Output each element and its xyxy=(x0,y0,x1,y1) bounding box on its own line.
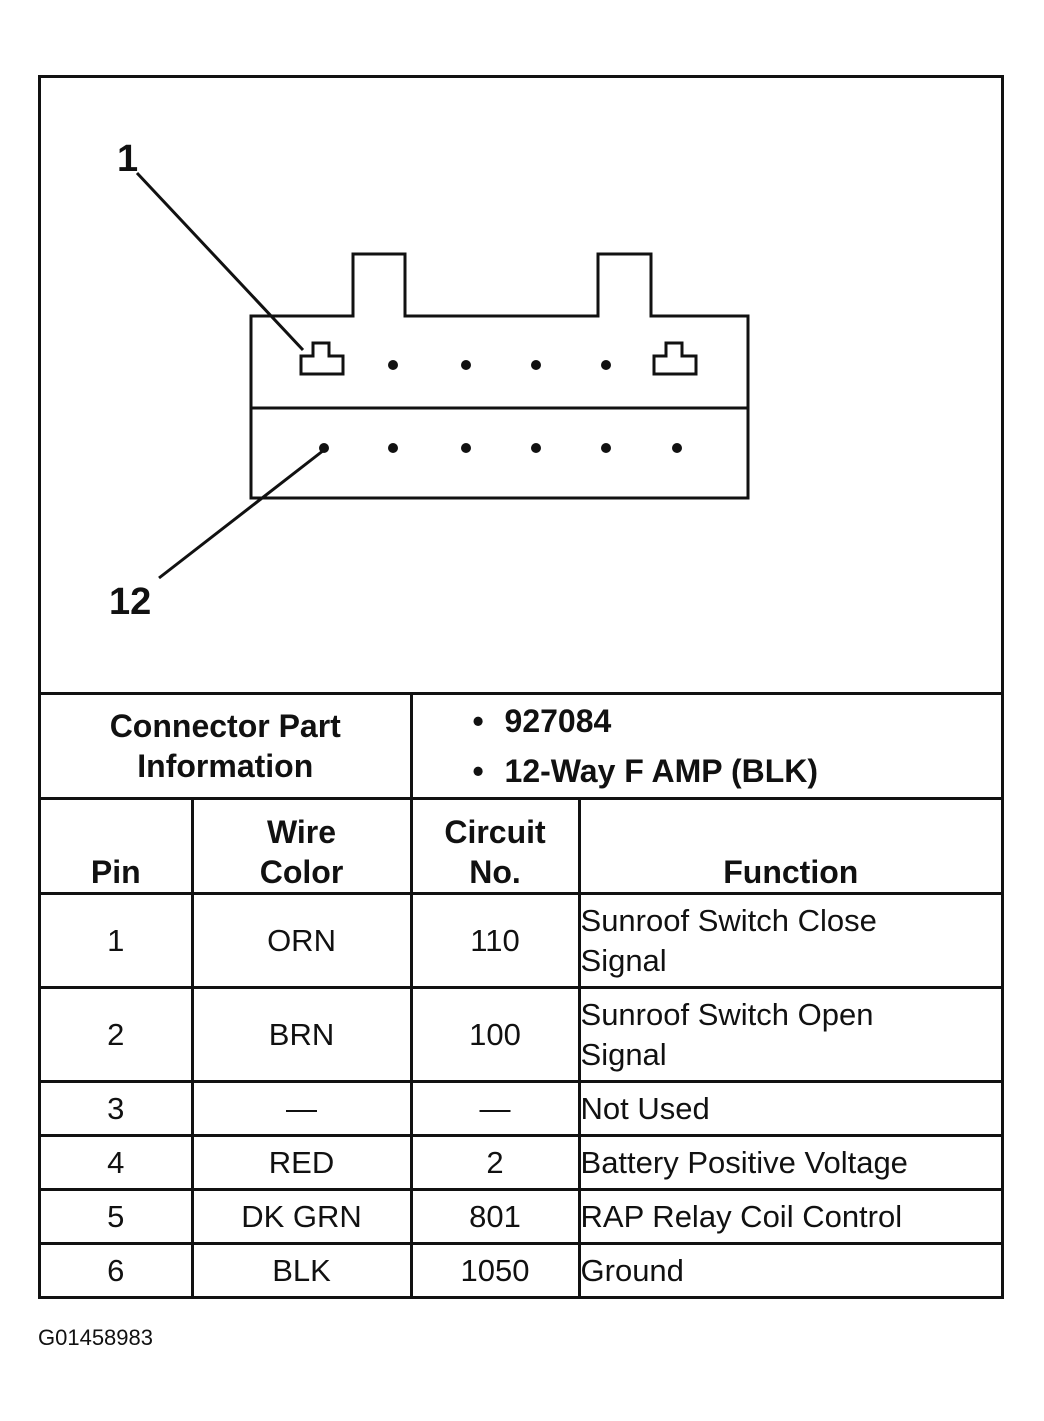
pin-cell: 3 xyxy=(41,1080,194,1137)
pin-cell: 6 xyxy=(41,1242,194,1296)
table-row: 5 DK GRN 801 RAP Relay Coil Control xyxy=(41,1188,1002,1245)
table-row: 1 ORN 110 Sunroof Switch Close Signal xyxy=(41,892,1002,989)
header-function: Function xyxy=(577,797,1002,895)
wire-color-cell: ORN xyxy=(190,892,413,989)
pin-dot xyxy=(461,360,471,370)
table-row: 6 BLK 1050 Ground xyxy=(41,1242,1002,1296)
connector-face-drawing xyxy=(135,171,750,580)
connector-pinout-table: Connector Part Information •927084 •12-W… xyxy=(41,692,1002,1296)
header-pin: Pin xyxy=(41,797,194,895)
pin-cell: 4 xyxy=(41,1134,194,1191)
pin-dot xyxy=(601,443,611,453)
circuit-no-cell: 110 xyxy=(409,892,581,989)
connector-figure-frame: 1 12 Connector Part Information •927084 … xyxy=(38,75,1004,1299)
connector-face-diagram: 1 12 xyxy=(41,78,1001,692)
function-cell: RAP Relay Coil Control xyxy=(577,1188,1002,1245)
table-header-row: Pin Wire Color Circuit No. Function xyxy=(41,797,1002,895)
pin-dot xyxy=(531,360,541,370)
connector-body-outline xyxy=(249,252,750,500)
function-cell: Sunroof Switch Open Signal xyxy=(577,986,1002,1083)
leader-line-pin-1 xyxy=(135,171,305,352)
circuit-no-cell: 2 xyxy=(409,1134,581,1191)
table-row: 4 RED 2 Battery Positive Voltage xyxy=(41,1134,1002,1191)
circuit-no-cell: — xyxy=(409,1080,581,1137)
function-cell: Ground xyxy=(577,1242,1002,1296)
pin-dot xyxy=(319,443,329,453)
function-cell: Sunroof Switch Close Signal xyxy=(577,892,1002,989)
function-cell: Battery Positive Voltage xyxy=(577,1134,1002,1191)
circuit-no-cell: 100 xyxy=(409,986,581,1083)
pin-1-callout: 1 xyxy=(117,138,139,180)
pin-dot xyxy=(461,443,471,453)
wire-color-cell: BRN xyxy=(190,986,413,1083)
pin-dot xyxy=(388,360,398,370)
pin-dot xyxy=(672,443,682,453)
wire-color-cell: DK GRN xyxy=(190,1188,413,1245)
connector-info-values: •927084 •12-Way F AMP (BLK) xyxy=(409,692,1002,800)
leader-line-pin-12 xyxy=(158,448,325,580)
table-row: 2 BRN 100 Sunroof Switch Open Signal xyxy=(41,986,1002,1083)
wire-color-cell: BLK xyxy=(190,1242,413,1296)
pin-cell: 5 xyxy=(41,1188,194,1245)
circuit-no-cell: 801 xyxy=(409,1188,581,1245)
pin-dot xyxy=(531,443,541,453)
wire-color-cell: — xyxy=(190,1080,413,1137)
connector-info-label: Connector Part Information xyxy=(41,692,413,800)
connector-info-row: Connector Part Information •927084 •12-W… xyxy=(41,692,1002,800)
header-circuit-no: Circuit No. xyxy=(409,797,581,895)
circuit-no-cell: 1050 xyxy=(409,1242,581,1296)
pin-12-callout: 12 xyxy=(109,581,152,623)
key-right-icon xyxy=(652,341,698,376)
pin-cell: 2 xyxy=(41,986,194,1083)
connector-part-number: •927084 xyxy=(472,703,612,739)
table-row: 3 — — Not Used xyxy=(41,1080,1002,1137)
function-cell: Not Used xyxy=(577,1080,1002,1137)
connector-description: •12-Way F AMP (BLK) xyxy=(472,753,819,789)
header-wire-color: Wire Color xyxy=(190,797,413,895)
figure-id-label: G01458983 xyxy=(38,1325,153,1350)
pin-dot xyxy=(388,443,398,453)
key-left-icon xyxy=(299,341,345,376)
wire-color-cell: RED xyxy=(190,1134,413,1191)
pin-cell: 1 xyxy=(41,892,194,989)
pin-dot xyxy=(601,360,611,370)
